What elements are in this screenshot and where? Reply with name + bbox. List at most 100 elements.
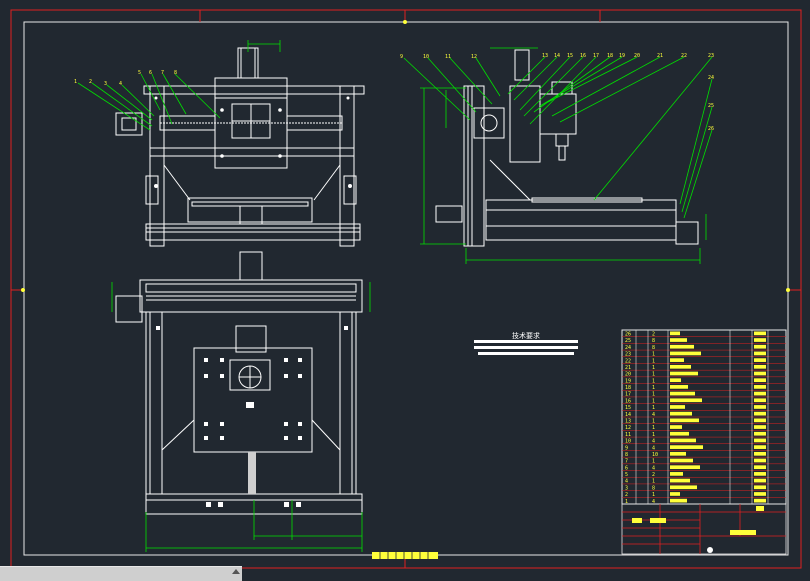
parts-row-quantity: 1	[652, 459, 655, 465]
parts-row-number: 9	[625, 445, 628, 451]
parts-row-quantity: 4	[652, 412, 655, 418]
parts-row-name-block	[670, 405, 685, 409]
parts-row-material-block	[754, 431, 766, 436]
parts-row-number: 20	[625, 372, 631, 378]
parts-row-name-block	[670, 472, 683, 476]
parts-row-number: 25	[625, 338, 631, 344]
parts-row-number: 16	[625, 398, 631, 404]
callout-16: 16	[580, 53, 586, 59]
parts-row-number: 6	[625, 465, 628, 471]
parts-row-quantity: 2	[652, 472, 655, 478]
parts-row-name-block	[670, 411, 692, 416]
border-ticks	[11, 10, 801, 568]
parts-row-material-block	[754, 458, 766, 463]
parts-row-number: 26	[625, 331, 631, 337]
parts-row-number: 4	[625, 479, 628, 485]
parts-row-number: 2	[625, 492, 628, 498]
parts-row-name-block	[670, 492, 680, 496]
parts-row-number: 10	[625, 439, 631, 445]
callout-22: 22	[681, 53, 687, 59]
parts-row-material-block	[754, 445, 766, 449]
callout-18: 18	[607, 53, 613, 59]
parts-row-name-block	[670, 364, 691, 369]
parts-row-material-block	[754, 385, 766, 389]
parts-row-quantity: 8	[652, 338, 655, 344]
parts-row-quantity: 1	[652, 405, 655, 411]
parts-row-material-block	[754, 451, 766, 456]
parts-row-material-block	[754, 405, 766, 409]
callout-15: 15	[567, 53, 573, 59]
parts-row-name-block	[670, 351, 701, 356]
parts-row-name-block	[670, 451, 686, 456]
parts-row-number: 19	[625, 378, 631, 384]
front-view-callouts: 1 2 3 4 5 6 7 8	[74, 70, 177, 87]
parts-row-quantity: 1	[652, 432, 655, 438]
parts-row-number: 15	[625, 405, 631, 411]
front-view	[115, 47, 365, 247]
border-markers	[21, 20, 790, 292]
callout-25: 25	[708, 103, 714, 109]
bottom-status-strip[interactable]	[0, 566, 242, 581]
parts-row-name-block	[670, 358, 684, 362]
parts-row-material-block	[754, 338, 766, 342]
tech-requirements-lines	[474, 340, 578, 355]
parts-row-name-block	[670, 418, 699, 423]
parts-row-number: 8	[625, 452, 628, 458]
parts-row-material-block	[754, 364, 766, 369]
parts-row-material-block	[754, 485, 766, 490]
callout-3: 3	[104, 81, 107, 87]
parts-row-name-block	[670, 338, 687, 342]
parts-row-name-block	[670, 438, 696, 443]
parts-row-number: 13	[625, 418, 631, 424]
parts-row-name-block	[670, 391, 695, 396]
parts-row-quantity: 1	[652, 392, 655, 398]
parts-row-quantity: 4	[652, 465, 655, 471]
callout-1: 1	[74, 79, 77, 85]
parts-row-quantity: 2	[652, 331, 655, 337]
parts-row-material-block	[754, 378, 766, 383]
parts-row-material-block	[754, 391, 766, 396]
parts-row-name-block	[670, 485, 697, 490]
parts-row-name-block	[670, 344, 694, 349]
parts-row-material-block	[754, 358, 766, 362]
parts-row-material-block	[754, 498, 766, 503]
parts-row-quantity: 1	[652, 365, 655, 371]
callout-21: 21	[657, 53, 663, 59]
top-view-dimensions	[111, 282, 371, 552]
callout-6: 6	[149, 70, 152, 76]
parts-row-material-block	[754, 472, 766, 476]
parts-row-number: 22	[625, 358, 631, 364]
bottom-scale-ruler	[372, 552, 438, 559]
callout-4: 4	[119, 81, 122, 87]
parts-row-name-block	[670, 498, 687, 503]
side-view-callouts: 9 10 11 12 13 14 15 16 17 18 19 20 21 22…	[400, 53, 714, 132]
parts-row-quantity: 8	[652, 345, 655, 351]
side-view	[435, 49, 699, 247]
side-view-leaders	[403, 56, 713, 219]
title-block-mark	[707, 547, 713, 553]
front-view-leaders	[77, 73, 221, 131]
top-view	[115, 251, 363, 515]
parts-row-quantity: 1	[652, 352, 655, 358]
parts-row-quantity: 1	[652, 418, 655, 424]
parts-row-number: 12	[625, 425, 631, 431]
chevron-up-icon[interactable]	[232, 569, 240, 574]
callout-8: 8	[174, 70, 177, 76]
callout-23: 23	[708, 53, 714, 59]
parts-row-number: 14	[625, 412, 631, 418]
parts-row-material-block	[754, 438, 766, 443]
tech-requirements-title: 技术要求	[512, 331, 540, 340]
sheet-outer-border	[10, 9, 802, 569]
callout-24: 24	[708, 75, 714, 81]
callout-14: 14	[554, 53, 560, 59]
callout-9: 9	[400, 54, 403, 60]
parts-row-quantity: 10	[652, 452, 658, 458]
parts-row-name-block	[670, 371, 698, 376]
parts-row-number: 1	[625, 499, 628, 505]
callout-17: 17	[593, 53, 599, 59]
callout-2: 2	[89, 79, 92, 85]
parts-row-name-block	[670, 425, 682, 429]
callout-5: 5	[138, 70, 141, 76]
